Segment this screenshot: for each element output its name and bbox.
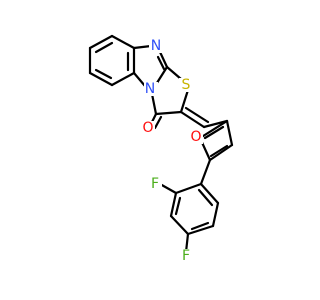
bond xyxy=(158,50,169,69)
molecule-diagram: N N S O O F F xyxy=(88,34,234,264)
bond xyxy=(186,224,215,236)
label-bg xyxy=(148,177,162,191)
bond xyxy=(110,34,136,50)
bond xyxy=(88,34,114,50)
bond xyxy=(169,191,178,218)
bond xyxy=(190,221,210,231)
bond xyxy=(169,214,190,236)
sulfur-label: S xyxy=(182,77,191,93)
bond xyxy=(208,143,234,162)
bond xyxy=(184,106,210,124)
label-bg xyxy=(144,82,158,96)
bond xyxy=(209,144,229,158)
bond xyxy=(154,110,183,116)
bond xyxy=(179,110,206,129)
nitrogen-label-n2: N xyxy=(145,81,155,97)
bond xyxy=(198,119,229,140)
bond xyxy=(110,71,136,87)
bond xyxy=(132,44,153,50)
carbonyl-oxygen-label: O xyxy=(142,120,153,136)
molecule-structure: N N S O O F F xyxy=(88,34,234,264)
fluorine-label-para: F xyxy=(182,248,190,264)
bond xyxy=(94,68,113,80)
label-bg xyxy=(141,121,155,135)
furan-phenyl-linker xyxy=(199,158,212,186)
bond xyxy=(94,41,114,54)
bond xyxy=(165,65,183,81)
furan-oxygen-label: O xyxy=(190,129,201,145)
benzene-ring-top xyxy=(88,34,136,87)
label-bg xyxy=(189,130,203,144)
bond xyxy=(199,182,220,205)
bond xyxy=(150,92,158,116)
atom-labels: N N S O O F F xyxy=(141,38,203,264)
bond xyxy=(156,55,166,71)
methylidene-linker xyxy=(179,106,229,129)
bond xyxy=(225,119,234,147)
label-bg xyxy=(149,39,163,53)
label-bg xyxy=(179,78,193,92)
bond xyxy=(153,115,163,130)
bond xyxy=(199,158,212,186)
bond xyxy=(203,125,225,140)
bond xyxy=(174,182,203,195)
bond xyxy=(88,71,114,87)
label-bg xyxy=(179,249,193,263)
bond xyxy=(179,88,190,114)
bond xyxy=(158,182,178,195)
nitrogen-label-n1: N xyxy=(151,38,161,54)
bond xyxy=(132,71,147,88)
bond xyxy=(174,196,182,216)
fluorine-label-ortho: F xyxy=(151,176,159,192)
bond xyxy=(211,201,220,228)
difluorophenyl-ring xyxy=(169,182,220,236)
bond xyxy=(202,119,229,129)
bond xyxy=(197,188,214,207)
